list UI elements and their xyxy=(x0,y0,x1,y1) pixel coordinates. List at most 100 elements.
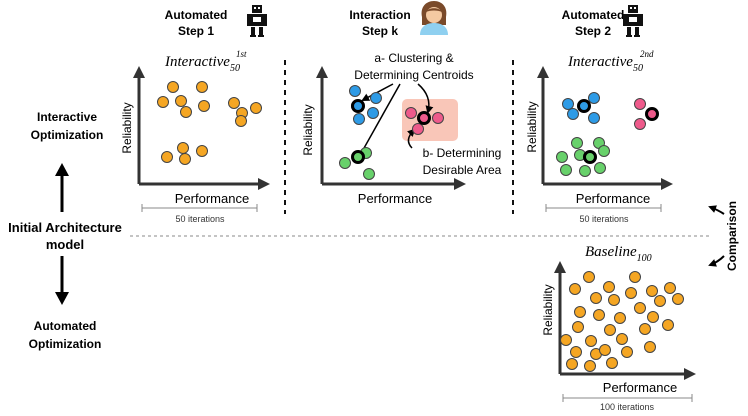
plot3-ylabel: Reliability xyxy=(525,101,539,152)
scatter-point xyxy=(560,164,572,176)
scatter-point xyxy=(412,123,424,135)
plot1-superscript: 1st xyxy=(236,49,247,59)
scatter-point xyxy=(432,112,444,124)
centroid-point xyxy=(645,107,659,121)
baseline-xlabel: Performance xyxy=(603,380,677,395)
scatter-point xyxy=(593,309,605,321)
plot1-iterations-bracket xyxy=(141,204,258,212)
centroid-point xyxy=(351,150,365,164)
scatter-point xyxy=(567,108,579,120)
scatter-point xyxy=(339,157,351,169)
comparison-arrow-up xyxy=(708,205,725,215)
plot2-axes xyxy=(316,66,466,190)
scatter-point xyxy=(363,168,375,180)
scatter-point xyxy=(572,321,584,333)
scatter-point xyxy=(646,285,658,297)
baseline-axes xyxy=(554,261,696,380)
scatter-point xyxy=(583,271,595,283)
initial-architecture-label: Initial Architecture xyxy=(8,220,122,235)
scatter-point xyxy=(570,346,582,358)
scatter-points xyxy=(157,81,684,372)
scatter-point xyxy=(647,311,659,323)
centroid-arrows xyxy=(358,83,434,159)
scatter-point xyxy=(594,162,606,174)
scatter-point xyxy=(574,306,586,318)
centroid-point xyxy=(351,99,365,113)
scatter-point xyxy=(608,294,620,306)
step1-title: Automated xyxy=(165,8,228,22)
scatter-point xyxy=(179,153,191,165)
plot3-superscript: 2nd xyxy=(640,49,654,59)
scatter-point xyxy=(353,113,365,125)
scatter-point xyxy=(235,115,247,127)
person-icon xyxy=(420,1,448,35)
baseline-iterations: 100 iterations xyxy=(600,402,655,411)
scatter-point xyxy=(644,341,656,353)
stepk-title: Interaction xyxy=(349,8,410,22)
plot3-xlabel: Performance xyxy=(576,191,650,206)
scatter-point xyxy=(621,346,633,358)
scatter-point xyxy=(180,106,192,118)
scatter-point xyxy=(560,334,572,346)
robot-icon xyxy=(247,5,267,37)
centroid-point xyxy=(583,150,597,164)
scatter-point xyxy=(634,118,646,130)
annotation-b-line1: b- Determining xyxy=(423,146,502,160)
step2-title: Automated xyxy=(562,8,625,22)
robot-icon xyxy=(623,5,643,37)
plot1-axes xyxy=(133,66,270,190)
scatter-point xyxy=(604,324,616,336)
baseline-ylabel: Reliability xyxy=(541,284,555,335)
scatter-point xyxy=(672,293,684,305)
scatter-point xyxy=(588,112,600,124)
annotation-a-line1: a- Clustering & xyxy=(374,51,453,65)
scatter-point xyxy=(603,281,615,293)
scatter-point xyxy=(599,344,611,356)
plot2-xlabel: Performance xyxy=(358,191,432,206)
scatter-point xyxy=(228,97,240,109)
scatter-point xyxy=(196,81,208,93)
plot2-ylabel: Reliability xyxy=(301,104,315,155)
interactive-optimization-label-2: Optimization xyxy=(31,128,104,142)
scatter-point xyxy=(571,137,583,149)
scatter-point xyxy=(614,312,626,324)
scatter-point xyxy=(349,85,361,97)
scatter-point xyxy=(654,295,666,307)
scatter-point xyxy=(367,107,379,119)
plot3-iterations-bracket xyxy=(545,204,662,212)
plot3-iterations: 50 iterations xyxy=(579,214,629,224)
scatter-point xyxy=(634,302,646,314)
plot3-title: Interactive50 xyxy=(567,54,643,74)
scatter-point xyxy=(177,142,189,154)
plot1-ylabel: Reliability xyxy=(120,102,134,153)
scatter-point xyxy=(629,271,641,283)
scatter-point xyxy=(664,282,676,294)
plot1-title: Interactive50 xyxy=(164,54,240,74)
scatter-point xyxy=(175,95,187,107)
centroid-point xyxy=(577,99,591,113)
scatter-point xyxy=(584,360,596,372)
initial-architecture-label-2: model xyxy=(46,237,84,252)
scatter-point xyxy=(556,151,568,163)
automated-optimization-label: Automated xyxy=(34,319,97,333)
annotation-b-line2: Desirable Area xyxy=(423,163,502,177)
scatter-point xyxy=(405,107,417,119)
scatter-point xyxy=(606,357,618,369)
scatter-point xyxy=(569,283,581,295)
baseline-iterations-bracket xyxy=(562,394,693,402)
plot3-axes xyxy=(537,66,673,190)
scatter-point xyxy=(370,92,382,104)
scatter-point xyxy=(590,292,602,304)
comparison-arrow-down xyxy=(708,255,725,267)
scatter-point xyxy=(196,145,208,157)
scatter-point xyxy=(579,165,591,177)
scatter-point xyxy=(625,287,637,299)
annotation-a-line2: Determining Centroids xyxy=(354,68,473,82)
scatter-point xyxy=(585,335,597,347)
scatter-point xyxy=(157,96,169,108)
comparison-label: Comparison xyxy=(725,201,739,271)
scatter-point xyxy=(639,323,651,335)
step1-subtitle: Step 1 xyxy=(178,24,214,38)
